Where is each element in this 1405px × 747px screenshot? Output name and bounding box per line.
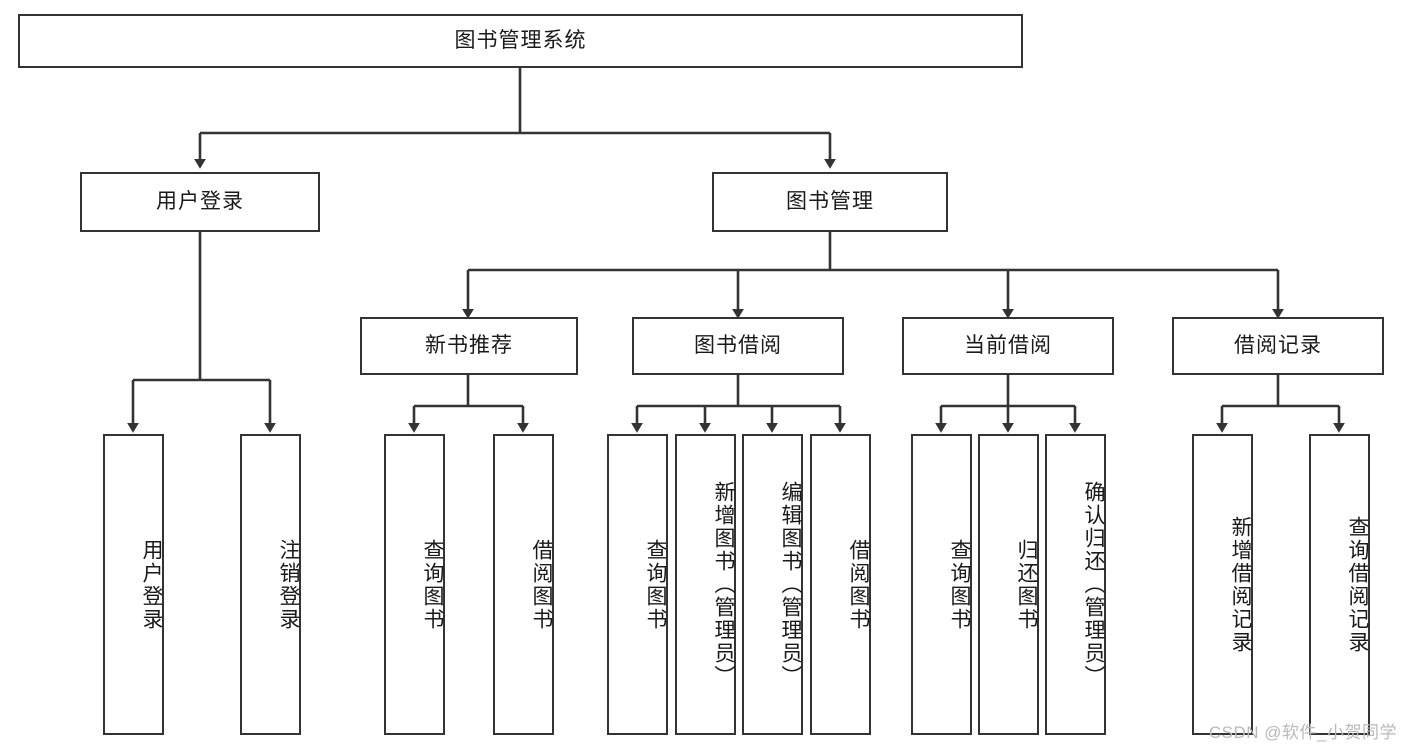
node-new-book-rec[interactable]: 新书推荐: [360, 317, 578, 375]
leaf-query-record-label: 查询借阅记录: [1346, 515, 1369, 654]
leaf-add-record[interactable]: 新增借阅记录: [1192, 434, 1253, 735]
node-user-login[interactable]: 用户登录: [80, 172, 320, 232]
leaf-add-book-label: 新增图书（管理员）: [712, 481, 735, 688]
leaf-borrow-book-1-label: 借阅图书: [530, 538, 553, 631]
node-book-borrow[interactable]: 图书借阅: [632, 317, 844, 375]
leaf-edit-book[interactable]: 编辑图书（管理员）: [742, 434, 803, 735]
leaf-query-record[interactable]: 查询借阅记录: [1309, 434, 1370, 735]
node-new-book-rec-label: 新书推荐: [425, 334, 513, 358]
node-current-borrow[interactable]: 当前借阅: [902, 317, 1114, 375]
node-root-label: 图书管理系统: [454, 29, 587, 53]
node-borrow-record-label: 借阅记录: [1234, 334, 1322, 358]
node-book-manage[interactable]: 图书管理: [712, 172, 948, 232]
leaf-add-record-label: 新增借阅记录: [1229, 515, 1252, 654]
csdn-watermark: CSDN @软件_小贺同学: [1208, 723, 1397, 742]
node-book-manage-label: 图书管理: [786, 190, 874, 214]
leaf-logout-label: 注销登录: [277, 538, 300, 631]
leaf-logout[interactable]: 注销登录: [240, 434, 301, 735]
node-book-borrow-label: 图书借阅: [694, 334, 782, 358]
leaf-confirm-return[interactable]: 确认归还（管理员）: [1045, 434, 1106, 735]
node-user-login-label: 用户登录: [156, 190, 244, 214]
leaf-user-login[interactable]: 用户登录: [103, 434, 164, 735]
leaf-return-book[interactable]: 归还图书: [978, 434, 1039, 735]
node-root[interactable]: 图书管理系统: [18, 14, 1023, 68]
node-borrow-record[interactable]: 借阅记录: [1172, 317, 1384, 375]
leaf-borrow-book-2[interactable]: 借阅图书: [810, 434, 871, 735]
leaf-return-book-label: 归还图书: [1015, 538, 1038, 631]
leaf-confirm-return-label: 确认归还（管理员）: [1082, 481, 1105, 688]
leaf-query-book-3-label: 查询图书: [948, 538, 971, 631]
leaf-query-book-1[interactable]: 查询图书: [384, 434, 445, 735]
leaf-user-login-label: 用户登录: [140, 538, 163, 631]
leaf-borrow-book-2-label: 借阅图书: [847, 538, 870, 631]
leaf-query-book-3[interactable]: 查询图书: [911, 434, 972, 735]
leaf-edit-book-label: 编辑图书（管理员）: [779, 481, 802, 688]
leaf-query-book-2-label: 查询图书: [644, 538, 667, 631]
leaf-borrow-book-1[interactable]: 借阅图书: [493, 434, 554, 735]
leaf-query-book-2[interactable]: 查询图书: [607, 434, 668, 735]
node-current-borrow-label: 当前借阅: [964, 334, 1052, 358]
leaf-add-book[interactable]: 新增图书（管理员）: [675, 434, 736, 735]
leaf-query-book-1-label: 查询图书: [421, 538, 444, 631]
